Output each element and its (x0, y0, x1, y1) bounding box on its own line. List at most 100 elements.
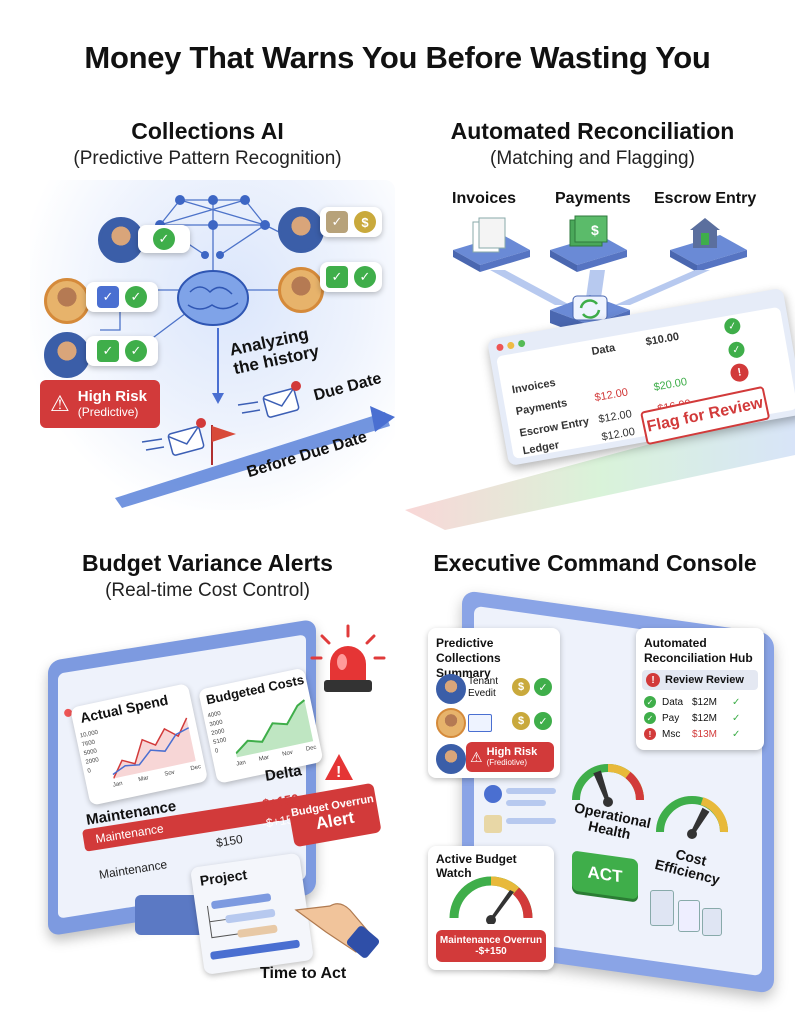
check-icon: ✓ (732, 712, 741, 724)
trend-chart-icon (468, 714, 492, 732)
tenant-avatar (436, 744, 466, 774)
check-icon: ✓ (534, 712, 552, 730)
project-title: Project (198, 866, 248, 889)
ledger-value-a: $12.00 (600, 425, 636, 444)
budget-gauge (449, 876, 533, 924)
budgeted-costs-chart (235, 699, 314, 758)
customer-avatar (44, 332, 90, 378)
cost-efficiency-gauge (656, 796, 729, 839)
invoices-label: Invoices (452, 190, 517, 207)
check-icon: ✓ (723, 316, 742, 336)
alert-icon: ! (646, 673, 660, 687)
list-bullet-icon (484, 785, 502, 803)
alert-icon: ! (729, 362, 750, 384)
column-header-amount: $10.00 (644, 330, 681, 349)
window-controls (495, 339, 526, 352)
collections-panel: ✓ ✓ ✓ ✓ ✓ ✓ $ ✓ ✓ ⚠ High Risk (Predictiv… (30, 180, 395, 510)
checkbox-icon: ✓ (97, 340, 119, 362)
check-icon: ✓ (732, 728, 741, 740)
hub-row: ! Msc $13M ✓ (644, 728, 758, 740)
bank-icon (690, 218, 720, 230)
check-icon: ✓ (534, 678, 552, 696)
collections-subtitle: (Predictive Pattern Recognition) (73, 148, 342, 169)
payments-value-a: $12.00 (593, 386, 629, 405)
hub-row: ✓ Pay $12M ✓ (644, 712, 758, 724)
collections-title: Collections AI (131, 118, 284, 144)
check-icon: ✓ (125, 286, 147, 308)
tenant-avatar (436, 674, 466, 704)
payments-value-b: $20.00 (652, 376, 689, 394)
checkbox-icon: ✓ (326, 266, 348, 288)
customer-status-card: ✓ $ (320, 207, 382, 237)
row-ledger: Ledger (521, 439, 561, 458)
note-icon (484, 815, 502, 833)
reconciliation-subtitle: (Matching and Flagging) (490, 148, 695, 169)
project-card: Project (190, 852, 314, 975)
high-risk-badge: ⚠ High Risk (Frediotive) (466, 742, 554, 772)
hand-pointer-icon (294, 903, 380, 958)
column-header-data: Data (590, 341, 617, 358)
time-to-act-label: Time to Act (260, 965, 347, 982)
customer-status-card: ✓ (138, 225, 190, 253)
checkbox-icon: ✓ (326, 211, 348, 233)
siren-icon (310, 624, 386, 692)
customer-avatar (44, 278, 90, 324)
high-risk-label: High Risk (77, 388, 147, 406)
customer-status-card: ✓ ✓ (86, 282, 158, 312)
maintenance-overrun-badge: Maintenance Overrun -$+150 (436, 930, 546, 962)
row-payments: Payments (514, 397, 569, 418)
budget-subtitle: (Real-time Cost Control) (105, 580, 310, 601)
check-icon: ✓ (727, 340, 746, 360)
document-icon (678, 900, 700, 932)
warning-icon: ! (324, 752, 354, 782)
check-icon: ✓ (153, 228, 175, 250)
tenant-avatar (436, 708, 466, 738)
customer-status-card: ✓ ✓ (86, 336, 158, 366)
check-icon: ✓ (732, 696, 741, 708)
active-budget-watch-card: Active Budget Watch Maintenance Overrun … (428, 846, 554, 970)
review-row: ! Review Review (642, 670, 758, 690)
payments-label: Payments (555, 190, 631, 207)
operational-health-gauge (572, 764, 645, 807)
check-icon: ✓ (644, 712, 656, 724)
checkbox-icon: ✓ (97, 286, 119, 308)
svg-text:$: $ (591, 222, 599, 238)
escrow-label: Escrow Entry (654, 190, 757, 207)
page-title: Money That Warns You Before Wasting You (84, 40, 711, 75)
abw-title: Active Budget Watch (436, 852, 517, 880)
high-risk-badge: ⚠ High Risk (Predictive) (40, 380, 160, 428)
check-icon: ✓ (354, 266, 376, 288)
warning-icon: ⚠ (470, 748, 483, 765)
row-invoices: Invoices (511, 376, 557, 397)
document-icon (478, 217, 506, 249)
high-risk-sub: (Predictive) (77, 404, 139, 419)
check-icon: ✓ (644, 696, 656, 708)
customer-status-card: ✓ ✓ (320, 262, 382, 292)
gantt-chart (206, 893, 300, 960)
row-escrow: Escrow Entry (518, 415, 591, 440)
alert-icon: ! (644, 728, 656, 740)
dollar-icon: $ (512, 712, 530, 730)
bar-chart-icon (702, 908, 722, 936)
dollar-icon: $ (354, 211, 376, 233)
customer-avatar (278, 207, 324, 253)
hub-row: ✓ Data $12M ✓ (644, 696, 758, 708)
warning-icon: ⚠ (50, 391, 70, 416)
check-icon: ✓ (125, 340, 147, 362)
calculator-icon (650, 890, 674, 926)
svg-text:!: ! (336, 764, 341, 781)
escrow-value-a: $12.00 (597, 408, 633, 426)
budget-title: Budget Variance Alerts (82, 550, 333, 576)
dollar-icon: $ (512, 678, 530, 696)
customer-avatar (278, 267, 324, 313)
console-title: Executive Command Console (433, 550, 757, 576)
actual-spend-chart (112, 717, 196, 779)
